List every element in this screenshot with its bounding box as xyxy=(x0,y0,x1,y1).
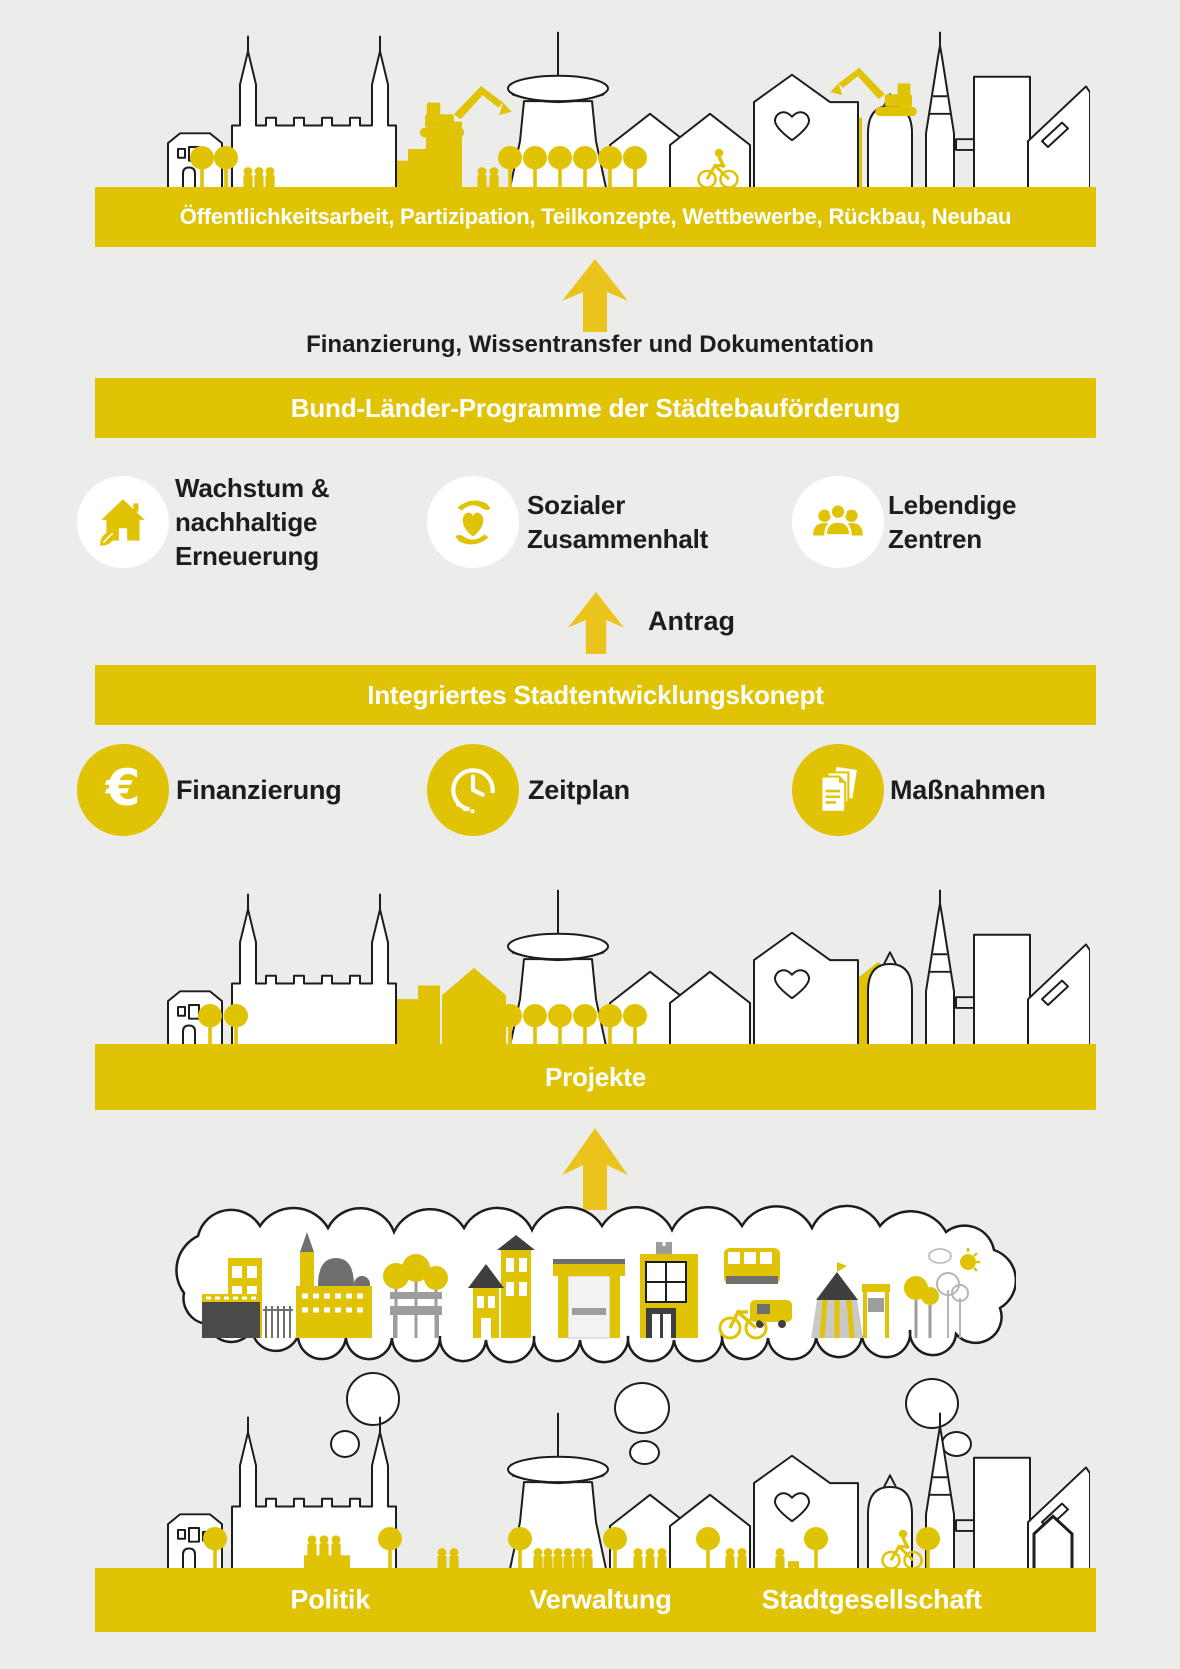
idea-cloud xyxy=(175,1204,1016,1364)
goal-circle-social xyxy=(427,476,519,568)
thought-bubble-small xyxy=(330,1430,360,1458)
goal-label-growth: Wachstum & nachhaltige Erneuerung xyxy=(175,473,330,571)
vignette-park-bench-icon xyxy=(383,1254,448,1338)
banner-projects: Projekte xyxy=(95,1044,1096,1110)
banner-federal-state-programs: Bund-Länder-Programme der Städtebauförde… xyxy=(95,378,1096,438)
skyline-projects xyxy=(167,888,1090,1046)
vignette-housing-icon xyxy=(468,1235,535,1338)
house-leaf-icon xyxy=(100,499,145,546)
documents-icon xyxy=(820,766,857,813)
vignette-industry-site-icon xyxy=(202,1258,293,1338)
funding-transfer-label: Finanzierung, Wissentransfer und Dokumen… xyxy=(306,331,874,358)
arrow-up-icon xyxy=(568,592,624,654)
goal-circle-centers xyxy=(792,476,884,568)
concept-circle-schedule xyxy=(427,744,519,836)
thought-bubble xyxy=(905,1378,959,1429)
people-group-icon xyxy=(813,502,863,537)
thought-bubble-small xyxy=(629,1440,660,1465)
vignette-bus-car-bike-icon xyxy=(718,1248,792,1340)
society-label-civil-society: Stadtgesellschaft xyxy=(761,1584,982,1615)
concept-label-financing: Finanzierung xyxy=(176,775,342,805)
vignette-circus-playground-icon xyxy=(811,1262,890,1339)
hands-heart-icon xyxy=(455,500,491,545)
clock-icon xyxy=(451,768,495,814)
arrow-up-icon xyxy=(562,1128,628,1210)
dark-gable-outline xyxy=(1032,1514,1074,1569)
euro-icon: € xyxy=(105,759,141,817)
concept-label-schedule: Zeitplan xyxy=(528,775,630,805)
banner-society: Politik Verwaltung Stadtgesellschaft xyxy=(95,1568,1096,1632)
thought-bubble-small xyxy=(941,1431,972,1457)
goal-label-social: Sozialer Zusammenhalt xyxy=(527,490,709,554)
vignette-community-building-icon xyxy=(640,1234,698,1338)
skyline-construction xyxy=(167,30,1090,188)
vignette-townhall-church-icon xyxy=(296,1232,372,1338)
banner-integrated-concept: Integriertes Stadtentwicklungskonept xyxy=(95,665,1096,725)
application-label: Antrag xyxy=(648,606,735,636)
society-label-administration: Verwaltung xyxy=(529,1584,672,1615)
skyline-society xyxy=(167,1411,1090,1569)
banner-public-participation: Öffentlichkeitsarbeit, Partizipation, Te… xyxy=(95,187,1096,247)
concept-circle-financing: € xyxy=(77,744,169,836)
arrow-up-icon xyxy=(562,259,628,332)
goal-circle-growth xyxy=(77,476,169,568)
thought-bubble xyxy=(346,1372,400,1426)
concept-label-measures: Maßnahmen xyxy=(890,775,1046,805)
goal-label-centers: Lebendige Zentren xyxy=(888,490,1017,554)
vignette-kiosk-shop-icon xyxy=(553,1259,625,1339)
vignette-trees-sun-icon xyxy=(904,1248,980,1338)
city-outline xyxy=(167,1411,1090,1569)
thought-bubble xyxy=(614,1382,670,1434)
society-label-politics: Politik xyxy=(290,1584,371,1615)
concept-circle-measures xyxy=(792,744,884,836)
